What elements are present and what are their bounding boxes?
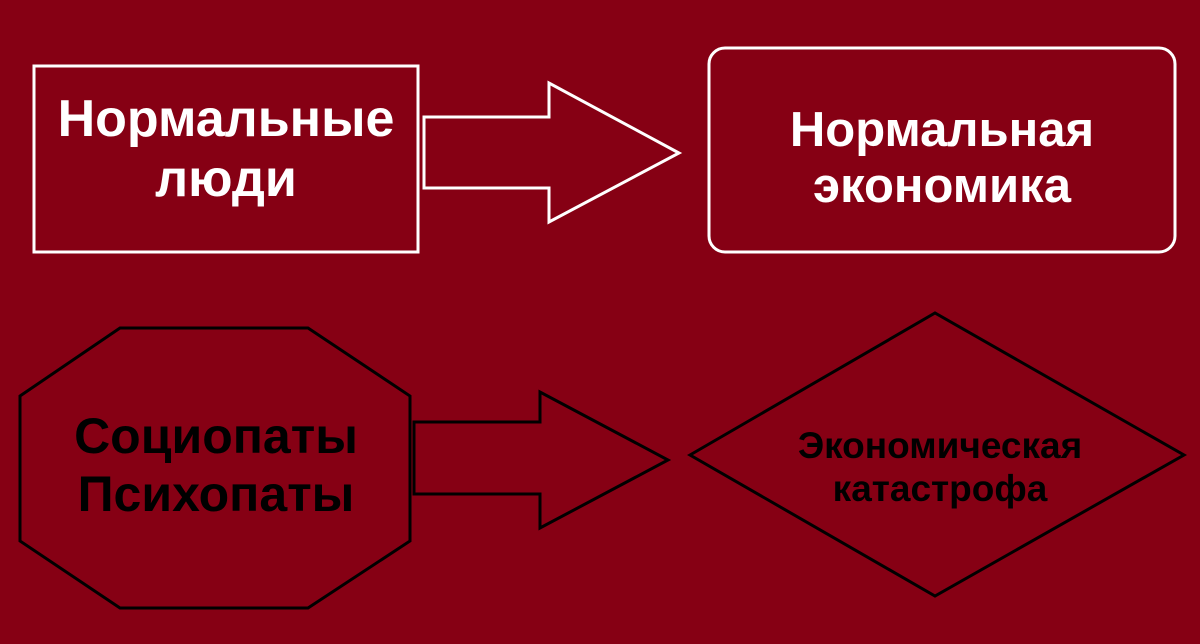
normal-people-line-1: Нормальные [57,90,395,148]
normal-economy-box [707,46,1177,254]
normal-economy-line-2: экономика [813,159,1071,214]
catastrophe-label: Экономическая катастрофа [700,425,1180,510]
arrow-top [422,80,683,225]
catastrophe-line-1: Экономическая [797,425,1083,466]
sociopaths-line-2: Психопаты [77,465,355,522]
normal-people-label: Нормальные люди [40,90,412,210]
catastrophe-diamond [687,311,1188,598]
normal-economy-label: Нормальная экономика [712,102,1172,215]
normal-people-line-2: люди [155,149,297,208]
sociopaths-line-1: Социопаты [74,408,358,464]
catastrophe-line-2: катастрофа [832,467,1048,509]
normal-economy-line-1: Нормальная [789,103,1095,157]
arrow-bottom [412,389,672,531]
normal-people-box [32,64,420,254]
sociopaths-label: Социопаты Психопаты [30,408,402,523]
sociopaths-hexagon [18,326,412,610]
